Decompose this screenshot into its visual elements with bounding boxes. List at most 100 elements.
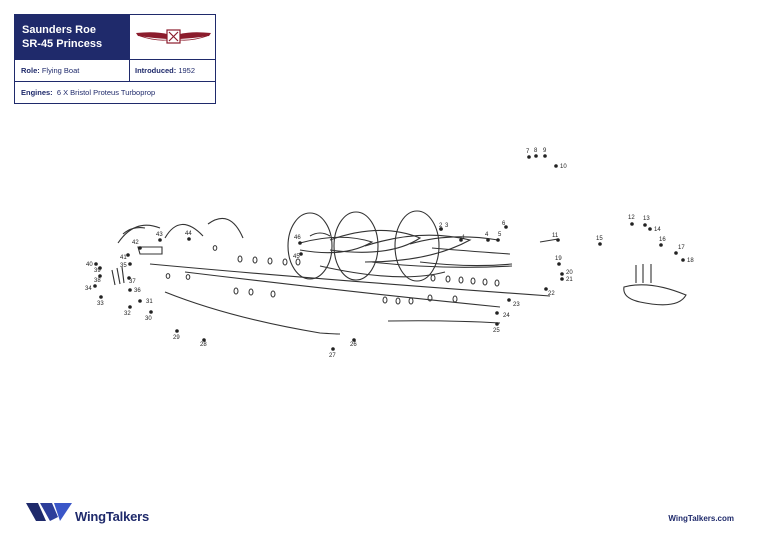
dot-number: 36 [134,288,141,294]
dot-marker [128,305,132,309]
dot-marker [331,347,335,351]
puzzle-dot-36: 36 [128,288,141,294]
dot-number: 4 [485,232,489,238]
dot-marker [556,238,560,242]
website-link[interactable]: WingTalkers.com [668,514,734,523]
introduced-value: 1952 [178,66,196,75]
dot-number: 28 [200,342,207,348]
dot-number: 45 [293,254,300,260]
role-label: Role: [21,66,40,75]
dot-marker [99,295,103,299]
dot-number: 20 [566,270,573,276]
puzzle-dot-11: 11 [552,233,560,242]
dot-marker [557,262,561,266]
brand-name: WingTalkers [75,509,150,524]
dot-number: 24 [503,313,510,319]
introduced-label: Introduced: [135,66,177,75]
puzzle-dot-24: 24 [495,311,510,319]
dot-marker [504,225,508,229]
puzzle-dot-37: 37 [127,276,136,285]
dot-marker [543,154,547,158]
dot-marker [98,274,102,278]
dot-marker [486,238,490,242]
dot-marker [158,238,162,242]
dot-marker [459,238,463,242]
dot-number: 33 [97,301,104,307]
dot-number: 19 [555,256,562,262]
puzzle-dot-19: 19 [555,256,562,266]
manufacturer-badge [129,15,215,59]
dot-marker [298,241,302,245]
dot-marker [598,242,602,246]
dot-marker [560,277,564,281]
puzzle-dot-3: 3 [439,223,449,231]
puzzle-dot-16: 16 [659,237,666,247]
dot-marker [127,276,131,280]
dot-marker [674,251,678,255]
dot-marker [554,164,558,168]
dot-number: 41 [120,255,127,261]
dot-number: 13 [643,216,650,222]
dot-number: 11 [552,233,559,239]
dot-marker [138,299,142,303]
dot-marker [94,262,98,266]
dot-marker [98,266,102,270]
puzzle-dot-26: 26 [350,338,357,348]
dot-number: 29 [173,335,180,341]
aircraft-outline [111,210,687,335]
dot-number: 38 [94,278,101,284]
dot-marker [149,310,153,314]
introduced-cell: Introduced: 1952 [129,60,195,81]
dot-number: 27 [329,353,336,359]
puzzle-dot-39: 39 [94,266,102,274]
dot-number: 6 [502,221,506,227]
puzzle-dot-9: 9 [543,148,547,158]
puzzle-dot-6: 6 [502,221,508,229]
puzzle-dot-13: 13 [643,216,650,227]
dot-marker [544,287,548,291]
dot-number: 44 [185,231,192,237]
title-line-2: SR-45 Princess [22,38,103,50]
dot-number: 26 [350,342,357,348]
puzzle-dot-23: 23 [507,298,520,308]
dot-number: 40 [86,262,93,268]
dot-marker [128,262,132,266]
puzzle-dot-35: 35 [120,262,132,269]
dot-number: 32 [124,311,131,317]
dot-number: 10 [560,164,567,170]
dot-number: 37 [129,279,136,285]
dot-marker [648,227,652,231]
dot-number: 46 [294,235,301,241]
dot-marker [202,338,206,342]
aircraft-info-card: Saunders Roe SR-45 Princess Role: Flying… [14,14,216,104]
dot-number: 18 [687,258,694,264]
puzzle-dot-33: 33 [97,295,104,307]
divider [129,60,130,81]
dot-marker [439,227,443,231]
dot-marker [187,237,191,241]
role-value: Flying Boat [41,66,80,75]
aircraft-title: Saunders Roe SR-45 Princess [15,15,129,59]
dot-marker [527,155,531,159]
dot-marker [507,298,511,302]
dot-marker [681,258,685,262]
dot-number: 16 [659,237,666,243]
engines-value: 6 X Bristol Proteus Turboprop [56,88,156,97]
dot-number: 21 [566,277,573,283]
puzzle-dot-18: 18 [681,258,694,264]
puzzle-dot-4: 4 [485,232,490,242]
puzzle-dot-28: 28 [200,338,207,348]
role-cell: Role: Flying Boat [15,60,129,81]
dot-marker [93,284,97,288]
dot-number: 5 [498,232,502,238]
dot-marker [659,243,663,247]
window-marks [165,245,500,305]
dot-number: 35 [120,263,127,269]
dot-number: 9 [543,148,547,154]
puzzle-dot-12: 12 [628,215,635,226]
puzzle-dot-21: 21 [560,277,573,283]
puzzle-dot-5: 5 [496,232,502,242]
dot-marker [299,252,303,256]
